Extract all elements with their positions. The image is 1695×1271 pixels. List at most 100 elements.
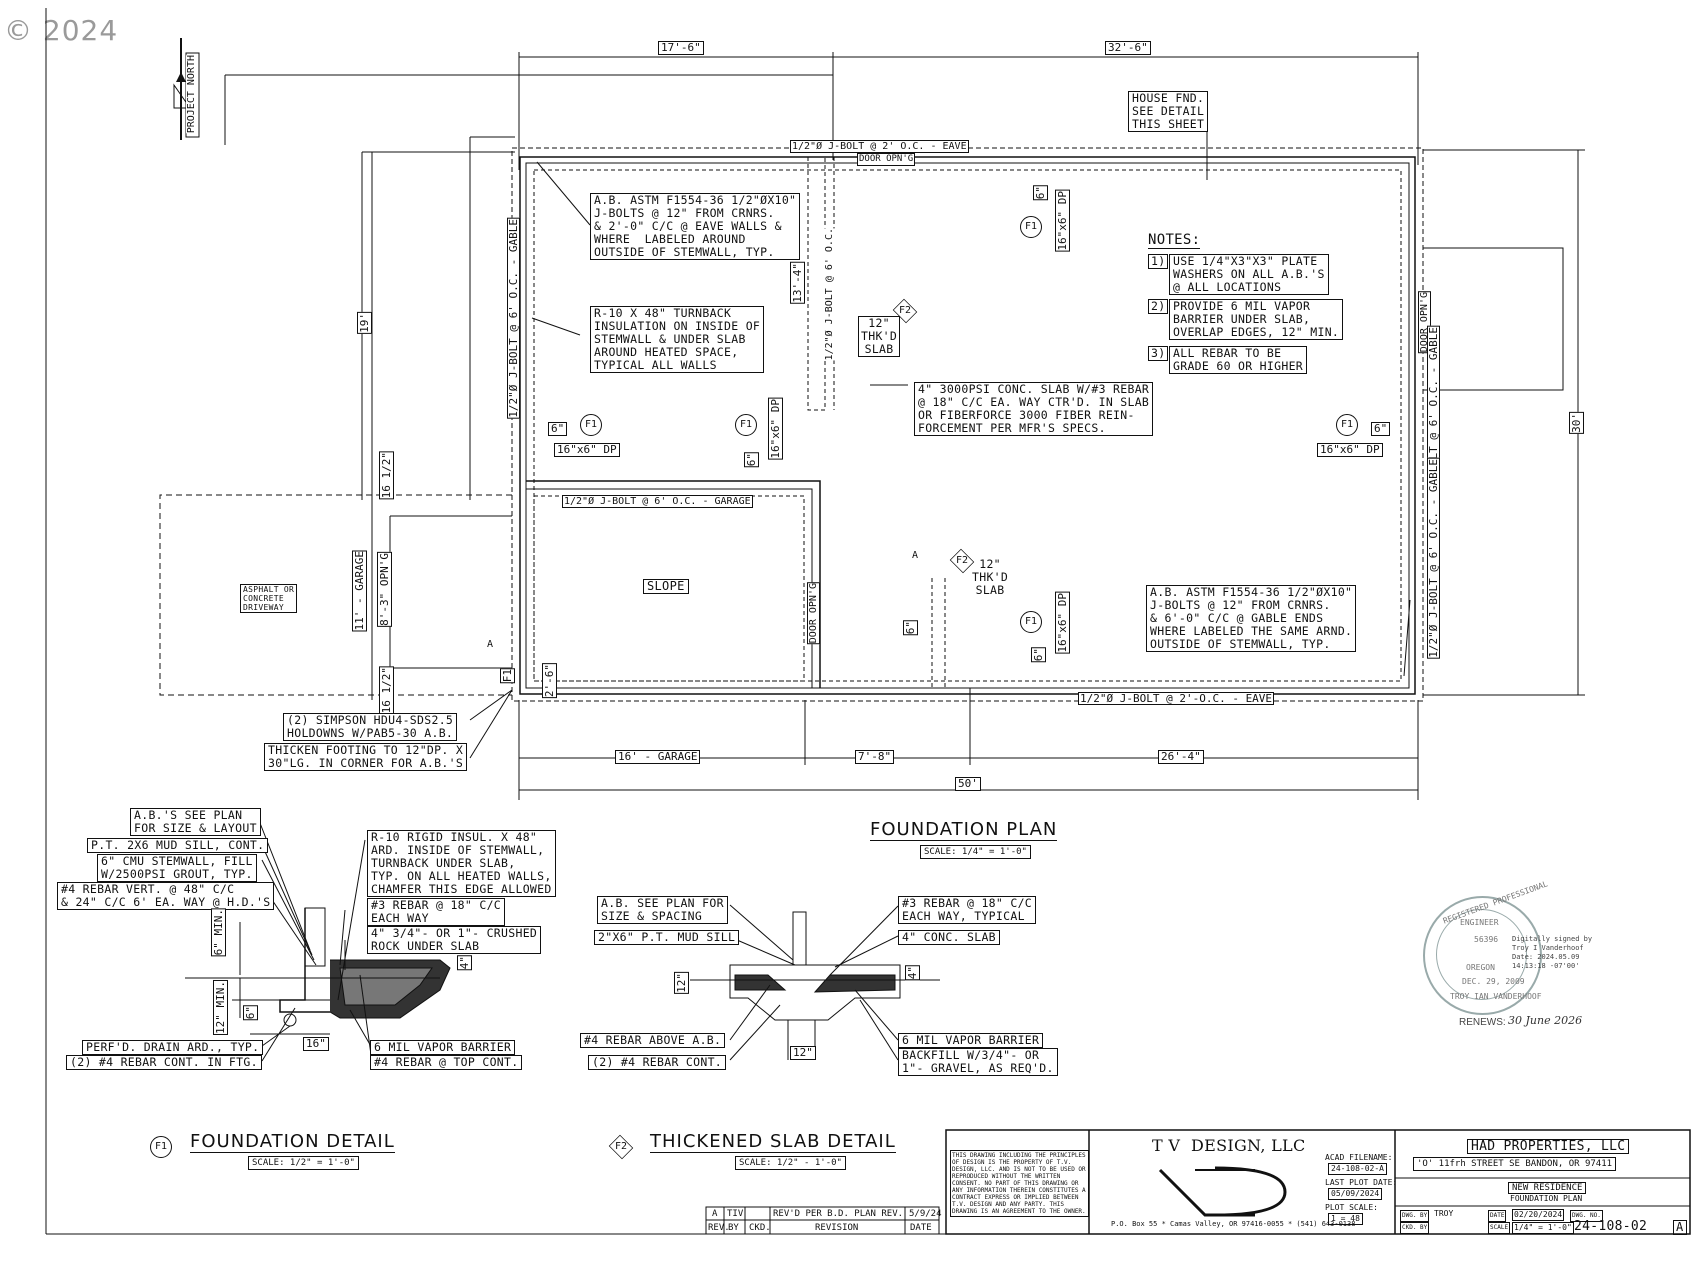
notes-title: NOTES: bbox=[1148, 232, 1201, 249]
f1-dim-6-min: 6" MIN. bbox=[211, 908, 226, 957]
holdowns-note: (2) SIMPSON HDU4-SDS2.5 HOLDOWNS w/PAB5-… bbox=[283, 713, 458, 741]
f2-label-ab: A.B. SEE PLAN FOR SIZE & SPACING bbox=[597, 896, 728, 924]
dim-2-6: 2'-6" bbox=[542, 663, 557, 699]
dim-17-6: 17'-6" bbox=[658, 41, 704, 55]
dim-11-garage: 11' - GARAGE bbox=[352, 550, 367, 632]
marker-f1-mid: F1 bbox=[735, 414, 757, 436]
seal-number: 56396 bbox=[1474, 935, 1499, 944]
jbolt-gable-left: 1/2"Ø J-BOLT @ 6' O.C. - GABLE bbox=[507, 218, 520, 419]
marker-a-mid: A bbox=[905, 546, 925, 566]
f1-label-r10: R-10 RIGID INSUL. x 48" ARD. INSIDE OF S… bbox=[367, 830, 556, 897]
f1-label-ab: A.B.'S SEE PLAN FOR SIZE & LAYOUT bbox=[130, 808, 261, 836]
engineer-seal bbox=[1423, 896, 1542, 1015]
thkd-slab-top: 12" THK'D SLAB bbox=[858, 316, 901, 357]
seal-state: OREGON bbox=[1466, 963, 1495, 972]
copyright-watermark: © 2024 bbox=[4, 14, 119, 47]
marker-f1-left: F1 bbox=[580, 414, 602, 436]
f1-label-cmu: 6" CMU STEMWALL, FILL w/2500psi GROUT, T… bbox=[97, 854, 257, 882]
firm-name: T V DESIGN, LLC bbox=[1152, 1136, 1306, 1155]
f1-label-mud-sill: P.T. 2x6 MUD SILL, CONT. bbox=[87, 838, 269, 853]
f1-label-rebar-vert: #4 REBAR VERT. @ 48" C/C & 24" C/C 6' EA… bbox=[57, 882, 275, 910]
marker-f2-bottom: F2 bbox=[949, 550, 975, 572]
plot-scale: 1 = 48 bbox=[1328, 1213, 1363, 1225]
f1-label-rebar-ftg: (2) #4 REBAR CONT. IN FTG. bbox=[66, 1055, 262, 1070]
f1-label-3-rebar: #3 REBAR @ 18" C/C EACH WAY bbox=[367, 898, 506, 926]
f1-dim-16: 16" bbox=[303, 1037, 329, 1051]
drawing-scale: 1/4" = 1'-0" bbox=[1512, 1222, 1574, 1234]
rev-header: REVISION bbox=[815, 1223, 859, 1233]
f2-dim-4: 4" bbox=[905, 965, 920, 981]
f1-label-vapor: 6 MIL VAPOR BARRIER bbox=[370, 1040, 516, 1055]
acad-label: ACAD FILENAME: bbox=[1325, 1153, 1393, 1162]
seal-engineer: ENGINEER bbox=[1460, 918, 1499, 927]
marker-f1-bottom: F1 bbox=[1020, 611, 1042, 633]
marker-f2-top: F2 bbox=[892, 300, 918, 322]
f2-label-2-rebar: (2) #4 REBAR CONT. bbox=[588, 1055, 727, 1070]
dim-26-4: 26'-4" bbox=[1158, 750, 1204, 764]
concrete-slab-note: 4" 3000psi CONC. SLAB w/#3 REBAR @ 18" C… bbox=[914, 382, 1154, 436]
dim-32-6: 32'-6" bbox=[1105, 41, 1151, 55]
note-text-3: ALL REBAR TO BE GRADE 60 OR HIGHER bbox=[1169, 346, 1308, 374]
scale-label: SCALE bbox=[1488, 1222, 1511, 1234]
thickened-slab-detail-title: THICKENED SLAB DETAIL bbox=[650, 1131, 896, 1153]
dwg-no-label: DWG. NO. bbox=[1570, 1210, 1603, 1222]
dim-6-right: 6" bbox=[1371, 422, 1391, 436]
seal-name: TROY IAN VANDERHOOF bbox=[1450, 992, 1542, 1001]
thkd-slab-bottom: 12" THK'D SLAB bbox=[972, 557, 1009, 597]
client-name: HAD PROPERTIES, LLC bbox=[1467, 1139, 1630, 1154]
disclaimer-text: THIS DRAWING INCLUDING THE PRINCIPLES OF… bbox=[950, 1150, 1089, 1217]
north-label: PROJECT NORTH bbox=[186, 55, 197, 134]
foundation-detail-drawing bbox=[185, 817, 451, 1063]
note-num-2: 2) bbox=[1148, 299, 1169, 314]
dp-right: 16"x6" DP bbox=[1317, 443, 1383, 457]
rev-letter: A bbox=[1673, 1220, 1687, 1235]
dim-30: 30' bbox=[1569, 412, 1584, 434]
r10-insulation-note: R-10 x 48" TURNBACK INSULATION ON INSIDE… bbox=[590, 306, 765, 373]
jbolt-gable-right-lower: 1/2"Ø J-BOLT @ 6' O.C. - GABLE bbox=[1427, 458, 1440, 659]
f1-label-top-rebar: #4 REBAR @ TOP CONT. bbox=[370, 1055, 523, 1070]
f1-dim-4: 4" bbox=[457, 955, 472, 971]
site-address: 'O' 11frh STREET SE BANDON, OR 97411 bbox=[1413, 1157, 1617, 1171]
rev-cell: TIV bbox=[727, 1209, 744, 1219]
f2-label-4-rebar: #4 REBAR ABOVE A.B. bbox=[580, 1033, 726, 1048]
dim-8-3-opening: 8'-3" OPN'G bbox=[377, 552, 392, 627]
jbolt-eave-bottom: 1/2"Ø J-BOLT @ 2'-O.C. - EAVE bbox=[1078, 692, 1275, 705]
anchor-bolt-note-bottom: A.B. ASTM F1554-36 1/2"Øx10" J-BOLTS @ 1… bbox=[1146, 585, 1357, 652]
plot-date: 05/09/2024 bbox=[1328, 1188, 1383, 1200]
f2-label-backfill: BACKFILL w/3/4"- OR 1"- GRAVEL, AS REQ'D… bbox=[898, 1048, 1058, 1076]
f1-marker: F1 bbox=[150, 1136, 172, 1158]
dim-6-slab: 6" bbox=[903, 620, 918, 636]
f2-marker: F2 bbox=[608, 1136, 634, 1158]
date-label: DATE bbox=[1488, 1210, 1507, 1222]
drawn-by-label: DWG. BY bbox=[1400, 1210, 1430, 1222]
renews-date: 30 June 2026 bbox=[1508, 1014, 1583, 1027]
drawing-date: 02/20/2024 bbox=[1512, 1209, 1565, 1221]
marker-f1-top: F1 bbox=[1020, 216, 1042, 238]
rev-cell: 5/9/24 bbox=[909, 1209, 942, 1219]
tv-design-logo bbox=[1158, 1166, 1287, 1217]
rev-header: BY bbox=[728, 1223, 739, 1233]
note-num-3: 3) bbox=[1148, 346, 1169, 361]
f2-dim-12-bottom: 12" bbox=[790, 1046, 816, 1060]
door-opening-garage: DOOR OPN'G bbox=[807, 582, 820, 645]
dim-16-half-top: 16 1/2" bbox=[379, 451, 394, 500]
dim-50: 50' bbox=[955, 777, 981, 791]
jbolt-eave-top: 1/2"Ø J-BOLT @ 2' O.C. - EAVE bbox=[790, 140, 969, 153]
foundation-plan-title: FOUNDATION PLAN bbox=[870, 819, 1058, 841]
drawn-by: TROY bbox=[1434, 1209, 1454, 1218]
f2-label-conc-slab: 4" CONC. SLAB bbox=[898, 930, 1000, 945]
f1-dim-12-min: 12" MIN. bbox=[213, 980, 228, 1035]
rev-cell: A bbox=[712, 1209, 718, 1219]
f2-label-mud-sill: 2"x6" P.T. MUD SILL bbox=[594, 930, 740, 945]
note-num-1: 1) bbox=[1148, 254, 1169, 269]
plot-date-label: LAST PLOT DATE: bbox=[1325, 1178, 1398, 1187]
dim-6-left: 6" bbox=[548, 422, 568, 436]
seal-date: DEC. 29, 2009 bbox=[1462, 977, 1525, 986]
rev-cell: REV'D PER B.D. PLAN REV. bbox=[773, 1209, 904, 1219]
rev-header: REV. bbox=[708, 1223, 730, 1233]
dim-19: 19' bbox=[357, 312, 372, 334]
jbolt-mid: 1/2"Ø J-BOLT @ 6' O.C. bbox=[824, 228, 835, 361]
acad-filename: 24-108-02-A bbox=[1328, 1163, 1387, 1175]
sheet-title: FOUNDATION PLAN bbox=[1510, 1194, 1583, 1203]
